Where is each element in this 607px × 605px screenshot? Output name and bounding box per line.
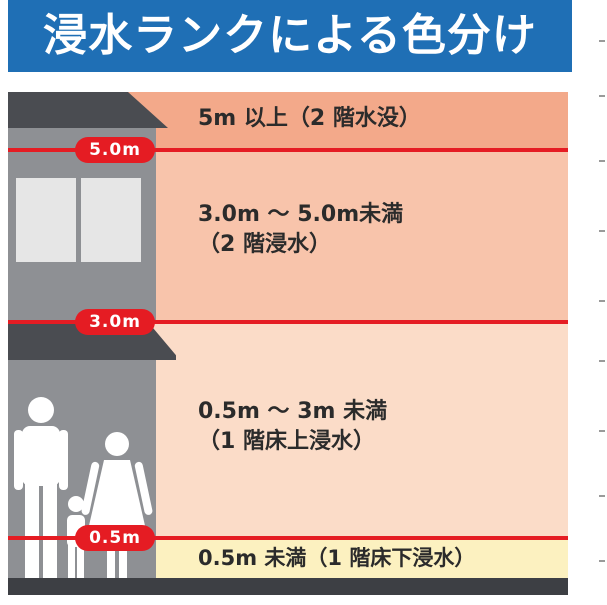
band-05m-to-3m-label: 0.5m ～ 3m 未満 （1 階床上浸水） <box>198 397 387 457</box>
right-edge-strip <box>598 0 607 605</box>
marker-5m: 5.0m <box>75 137 155 163</box>
adult-person-icon <box>14 397 68 578</box>
marker-3m: 3.0m <box>75 309 155 335</box>
label-line: 5m 以上（2 階水没） <box>198 106 421 131</box>
threshold-line-05m <box>8 536 568 540</box>
label-line: （2 階浸水） <box>198 232 331 257</box>
band-5m-plus-label: 5m 以上（2 階水没） <box>198 104 421 134</box>
upper-roof <box>8 92 168 128</box>
window-right <box>81 178 141 262</box>
band-under-05m-label: 0.5m 未満（1 階床下浸水） <box>198 543 475 573</box>
band-3m-to-5m-label: 3.0m ～ 5.0m未満 （2 階浸水） <box>198 200 403 260</box>
window-left <box>16 178 76 262</box>
ground <box>8 578 568 595</box>
label-line: 3.0m ～ 5.0m未満 <box>198 202 404 227</box>
label-line: 0.5m ～ 3m 未満 <box>198 399 388 424</box>
label-line: 0.5m 未満（1 階床下浸水） <box>198 546 476 570</box>
house-illustration <box>8 92 176 578</box>
woman-person-icon <box>81 432 153 578</box>
label-line: （1 階床上浸水） <box>198 429 375 454</box>
threshold-line-3m <box>8 320 568 324</box>
marker-05m: 0.5m <box>75 525 155 551</box>
diagram-title: 浸水ランクによる色分け <box>8 0 572 72</box>
flood-depth-diagram: 5m 以上（2 階水没） 3.0m ～ 5.0m未満 （2 階浸水） 0.5m … <box>8 92 568 595</box>
threshold-line-5m <box>8 148 568 152</box>
